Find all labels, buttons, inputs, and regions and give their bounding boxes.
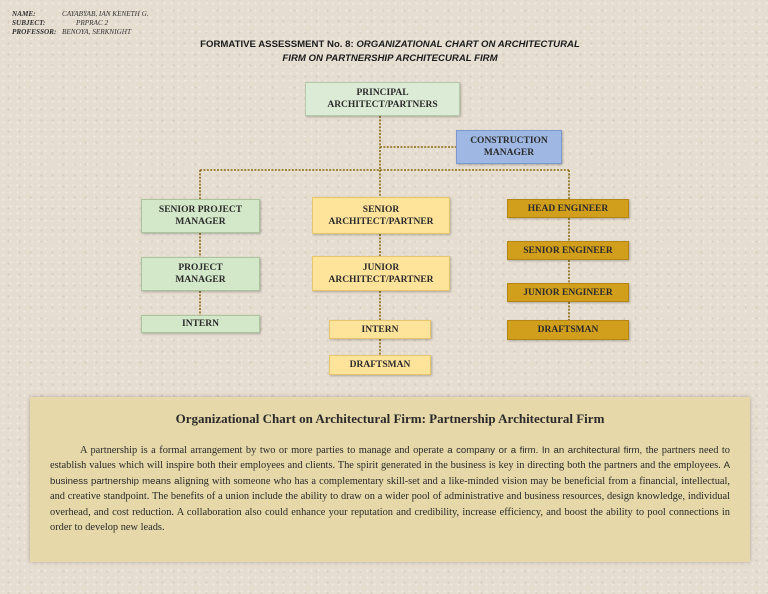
spm-line2: MANAGER [175,217,226,227]
paragraph-part-b: a company or a firm. In an architectural… [447,445,649,456]
cm-line2: MANAGER [483,148,535,158]
right-draftsman-label: DRAFTSMAN [537,325,599,335]
sa-line2: ARCHITECT/PARTNER [328,216,434,227]
title-line1: ORGANIZATIONAL CHART ON ARCHITECTURAL [356,39,580,50]
construction-manager-box: CONSTRUCTION MANAGER [456,130,562,164]
principal-line1: PRINCIPAL [356,88,409,98]
project-manager-box: PROJECT MANAGER [141,257,260,291]
title-prefix: FORMATIVE ASSESSMENT No. 8: [200,39,357,50]
subject-label: SUBJECT: [12,19,46,27]
junior-engineer-box: JUNIOR ENGINEER [507,283,629,302]
title-line2: FIRM ON PARTNERSHIP ARCHITECURAL FIRM [282,53,498,64]
sa-line1: SENIOR [362,204,400,215]
cm-line1: CONSTRUCTION [470,136,548,146]
subject-value: PRPRAC 2 [76,19,109,27]
head-engineer-label: HEAD ENGINEER [527,203,609,214]
connector-lines [199,116,570,355]
name-label: NAME: [12,10,36,18]
senior-engineer-box: SENIOR ENGINEER [507,241,629,260]
paragraph-part-d: A business partnership means a [50,460,730,487]
pm-line2: MANAGER [175,275,226,285]
paragraph-part-a: A partnership is a formal arrangement by… [80,445,448,456]
left-intern-label: INTERN [182,319,219,329]
right-draftsman-box: DRAFTSMAN [507,320,629,340]
principal-box: PRINCIPAL ARCHITECT/PARTNERS [305,82,460,116]
panel-heading: Organizational Chart on Architectural Fi… [175,411,605,426]
junior-engineer-label: JUNIOR ENGINEER [523,287,613,298]
name-value: CAYABYAB, IAN KENETH G. [62,10,149,18]
center-intern-label: INTERN [361,324,399,335]
ja-line1: JUNIOR [362,262,400,273]
center-draftsman-label: DRAFTSMAN [349,360,411,370]
page-title: FORMATIVE ASSESSMENT No. 8: ORGANIZATION… [150,38,630,66]
head-engineer-box: HEAD ENGINEER [507,199,629,218]
professor-value: BENOYA, SERKNIGHT [62,28,131,36]
spm-line1: SENIOR PROJECT [158,205,243,215]
paragraph-part-c: he partners need to establish values whi… [50,445,730,472]
center-draftsman-box: DRAFTSMAN [329,355,431,375]
center-intern-box: INTERN [329,320,431,339]
principal-line2: ARCHITECT/PARTNERS [327,100,438,110]
senior-project-manager-box: SENIOR PROJECT MANAGER [141,199,260,233]
student-info: NAME: CAYABYAB, IAN KENETH G. SUBJECT: PRP… [12,10,149,37]
senior-engineer-label: SENIOR ENGINEER [523,245,613,256]
description-panel: Organizational Chart on Architectural Fi… [30,397,750,562]
professor-label: PROFESSOR: [12,28,57,36]
ja-line2: ARCHITECT/PARTNER [328,274,434,285]
pm-line1: PROJECT [178,263,223,273]
panel-paragraph: A partnership is a formal arrangement by… [50,443,730,535]
left-intern-box: INTERN [141,315,260,333]
paragraph-part-e: ligning with someone who has a complemen… [50,475,730,534]
